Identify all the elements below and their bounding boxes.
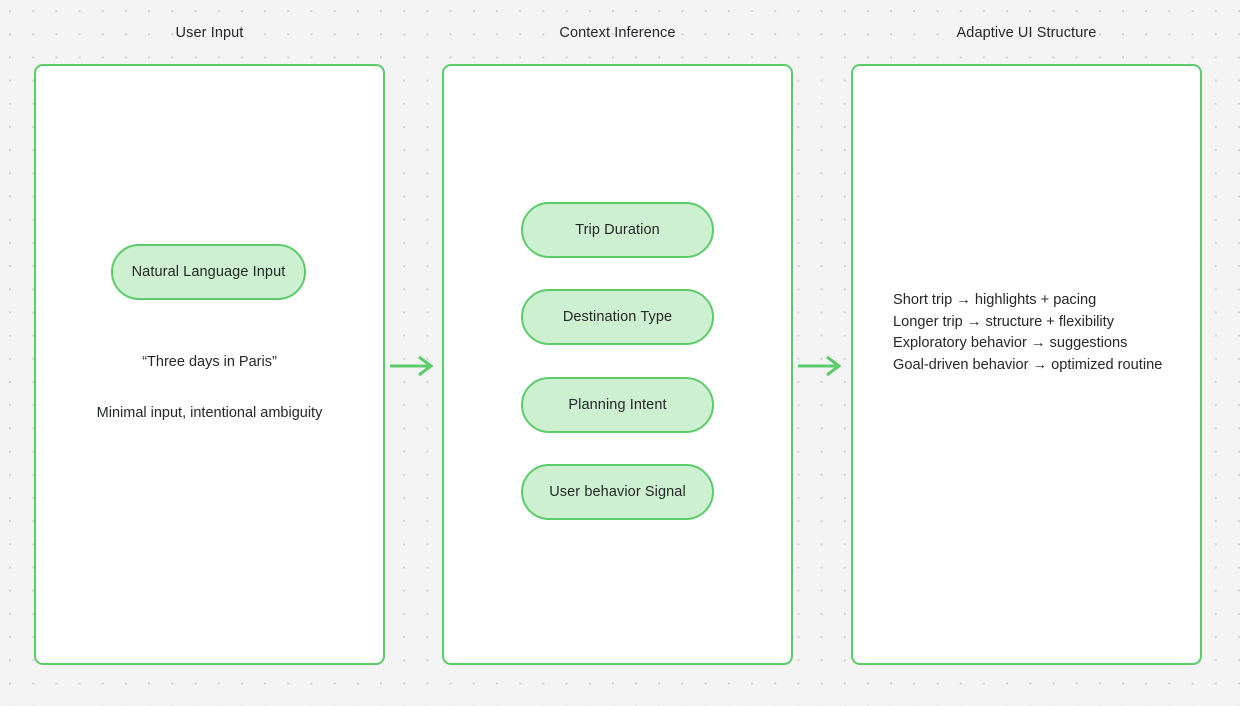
user-input-note: Minimal input, intentional ambiguity bbox=[96, 405, 323, 421]
column-header-adaptive-ui-structure: Adaptive UI Structure bbox=[956, 25, 1097, 41]
outcome-line-goal-driven-behavior: Goal-driven behavior → optimized routine bbox=[893, 356, 1163, 373]
panel-context-inference bbox=[442, 64, 793, 665]
panel-user-input bbox=[34, 64, 385, 665]
outcome-line-exploratory-behavior: Exploratory behavior → suggestions bbox=[893, 335, 1128, 351]
pill-destination-type[interactable]: Destination Type bbox=[521, 289, 714, 345]
adaptive-ui-outcome-list: Short trip → highlights + pacing Longer … bbox=[893, 290, 1193, 376]
outcome-line-short-trip: Short trip → highlights + pacing bbox=[893, 292, 1097, 308]
pill-user-behavior-signal[interactable]: User behavior Signal bbox=[521, 464, 714, 520]
arrow-right-icon-context-to-adaptive-ui bbox=[798, 355, 842, 377]
user-input-quote: “Three days in Paris” bbox=[142, 354, 277, 370]
pill-natural-language-input[interactable]: Natural Language Input bbox=[111, 244, 306, 300]
arrow-right-icon-user-input-to-context bbox=[390, 355, 434, 377]
panel-adaptive-ui-structure bbox=[851, 64, 1202, 665]
column-header-user-input: User Input bbox=[175, 25, 244, 41]
outcome-line-longer-trip: Longer trip → structure + flexibility bbox=[893, 313, 1115, 330]
pill-trip-duration[interactable]: Trip Duration bbox=[521, 202, 714, 258]
column-header-context-inference: Context Inference bbox=[559, 25, 676, 41]
pill-planning-intent[interactable]: Planning Intent bbox=[521, 377, 714, 433]
